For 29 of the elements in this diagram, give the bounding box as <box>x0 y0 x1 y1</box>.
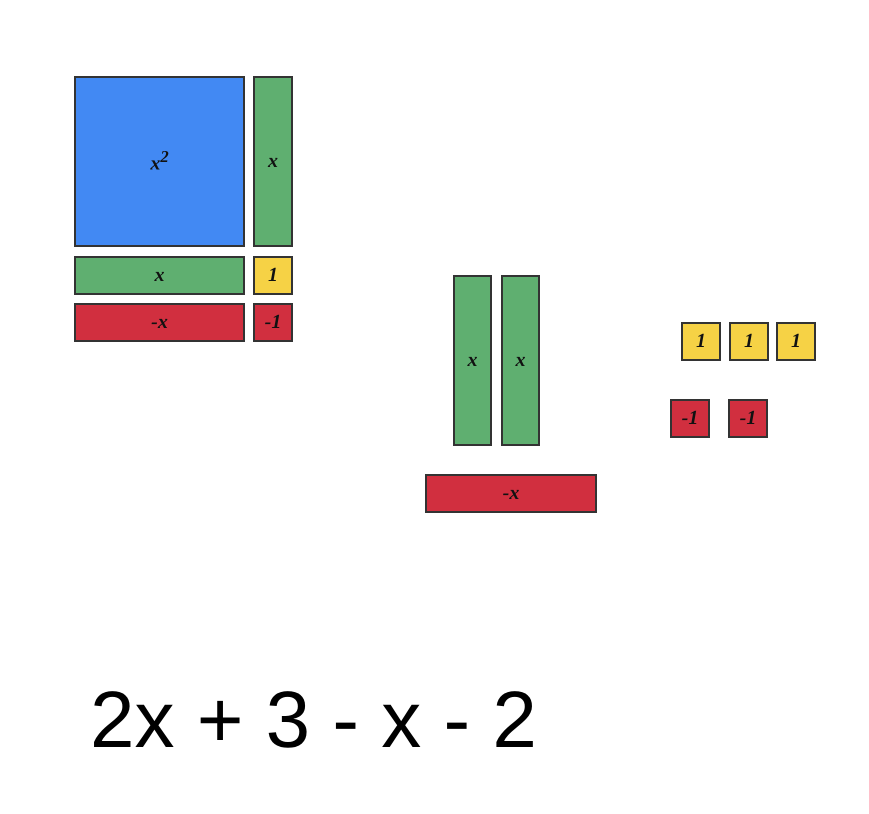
tile-label: x <box>268 150 278 173</box>
x-tile <box>453 275 492 446</box>
unit-tile <box>681 322 721 361</box>
x-tile <box>253 76 293 247</box>
tile-label: x <box>154 264 164 287</box>
unit-tile <box>729 322 769 361</box>
tile-label: x <box>516 349 526 372</box>
tile-label: 1 <box>791 330 801 353</box>
tile-label: x <box>468 349 478 372</box>
tile-label: x$^{2}$ <box>150 147 169 176</box>
expression: 2x + 3 - x - 2 <box>90 680 537 760</box>
tile-label: -x <box>151 311 168 334</box>
negative-x-tile <box>74 303 245 342</box>
tile-label: 1 <box>744 330 754 353</box>
x-squared-tile <box>74 76 245 247</box>
tile-label: 1 <box>696 330 706 353</box>
tile-label: -1 <box>264 311 282 334</box>
unit-tile <box>253 256 293 295</box>
x-tile <box>74 256 245 295</box>
tile-label: -1 <box>682 407 698 430</box>
tile-label: -1 <box>740 407 756 430</box>
tile-label: 1 <box>268 264 278 287</box>
tile-label: -x <box>502 482 520 505</box>
unit-tile <box>776 322 816 361</box>
negative-x-tile <box>425 474 597 513</box>
negative-unit-tile <box>670 399 710 438</box>
x-tile <box>501 275 540 446</box>
negative-unit-tile <box>253 303 293 342</box>
negative-unit-tile <box>728 399 768 438</box>
